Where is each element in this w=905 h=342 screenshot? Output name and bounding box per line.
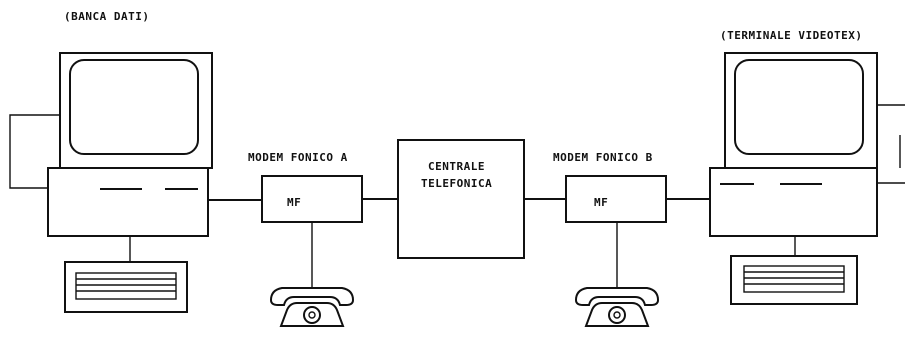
terminale-keyboard-keys <box>743 265 845 293</box>
centrale-telefonica-box <box>397 139 525 259</box>
banca-dati-keyboard-keys <box>75 272 177 300</box>
phone-b-icon <box>574 287 660 327</box>
banca-dati-monitor <box>59 52 213 169</box>
terminale-videotex-label: (TERMINALE VIDEOTEX) <box>720 29 863 42</box>
banca-dati-base-unit <box>47 167 209 237</box>
modem-a-mf-label: MF <box>287 196 302 209</box>
banca-dati-keyboard <box>64 261 188 313</box>
terminale-base-unit <box>709 167 878 237</box>
modem-b-label: MODEM FONICO B <box>553 151 653 164</box>
centrale-label-line1: CENTRALE <box>428 160 485 173</box>
terminale-videotex-computer <box>709 52 905 305</box>
terminale-keyboard <box>730 255 858 305</box>
banca-dati-cable <box>9 114 60 189</box>
modem-b-box <box>565 175 667 223</box>
terminale-monitor <box>724 52 878 169</box>
centrale-label-line2: TELEFONICA <box>421 177 493 190</box>
banca-dati-computer <box>9 52 213 313</box>
banca-dati-label: (BANCA DATI) <box>64 10 150 23</box>
phone-a-icon <box>269 287 355 327</box>
modem-b-mf-label: MF <box>594 196 609 209</box>
banca-dati-screen <box>69 59 199 155</box>
modem-a-box <box>261 175 363 223</box>
modem-a-label: MODEM FONICO A <box>248 151 348 164</box>
terminale-screen <box>734 59 864 155</box>
